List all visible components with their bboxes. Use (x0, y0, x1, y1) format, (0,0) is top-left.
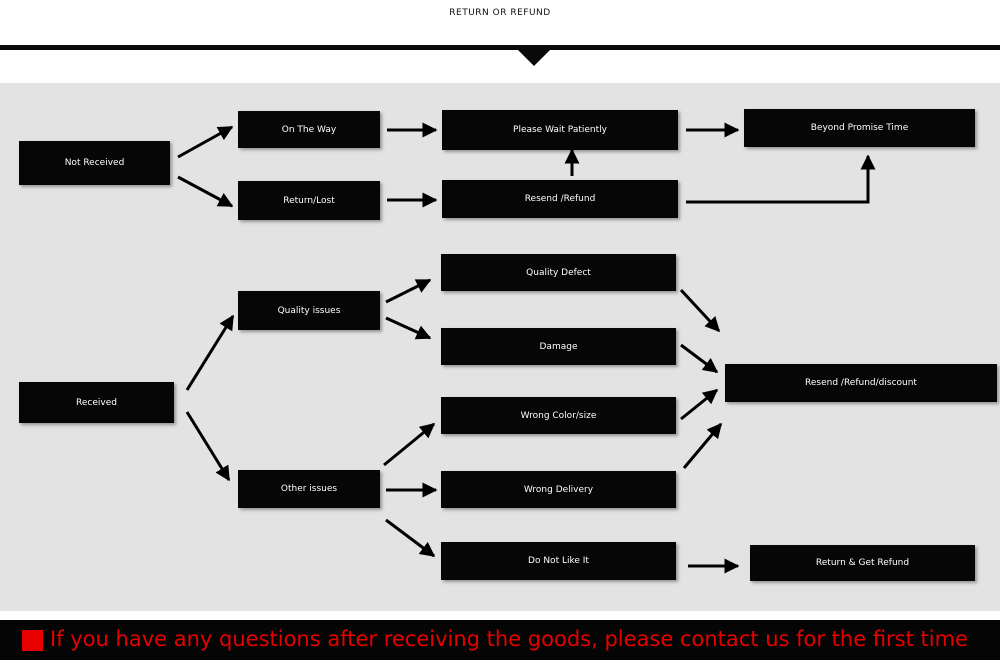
title-divider (0, 45, 1000, 50)
node-return-lost: Return/Lost (238, 181, 380, 220)
arrow-quality-issues-to-damage (385, 316, 432, 340)
arrow-quality-issues-to-quality-defect (385, 278, 432, 304)
arrow-received-to-quality-issues (185, 314, 235, 391)
node-received: Received (19, 382, 174, 423)
node-wrong-color-size: Wrong Color/size (441, 397, 676, 434)
arrow-not-received-to-return-lost (177, 175, 234, 208)
title-caret-icon (518, 50, 550, 66)
node-not-received: Not Received (19, 141, 170, 185)
node-on-the-way: On The Way (238, 111, 380, 148)
arrow-wrong-delivery-to-resend-refund-discount (682, 422, 723, 469)
arrow-resend-refund-to-beyond-promise (686, 154, 876, 204)
node-do-not-like-it: Do Not Like It (441, 542, 676, 580)
red-square-icon (22, 630, 43, 651)
node-quality-defect: Quality Defect (441, 254, 676, 291)
node-please-wait-patiently: Please Wait Patiently (442, 110, 678, 150)
arrow-quality-defect-to-resend-refund-discount (679, 288, 721, 333)
footer-notice: If you have any questions after receivin… (50, 627, 968, 651)
node-quality-issues: Quality issues (238, 291, 380, 330)
node-damage: Damage (441, 328, 676, 365)
arrow-other-issues-to-wrong-color (383, 422, 436, 467)
page-title: RETURN OR REFUND (449, 8, 551, 18)
arrow-received-to-other-issues (185, 411, 231, 482)
footer-banner: If you have any questions after receivin… (0, 620, 1000, 660)
node-resend-refund-discount: Resend /Refund/discount (725, 364, 997, 402)
arrow-damage-to-resend-refund-discount (680, 343, 719, 374)
arrow-other-issues-to-do-not-like (385, 518, 436, 558)
arrow-wrong-color-to-resend-refund-discount (680, 388, 719, 421)
arrow-not-received-to-on-the-way (177, 125, 234, 159)
node-beyond-promise-time: Beyond Promise Time (744, 109, 975, 147)
node-other-issues: Other issues (238, 470, 380, 508)
node-wrong-delivery: Wrong Delivery (441, 471, 676, 508)
node-resend-refund: Resend /Refund (442, 180, 678, 218)
node-return-get-refund: Return & Get Refund (750, 545, 975, 581)
